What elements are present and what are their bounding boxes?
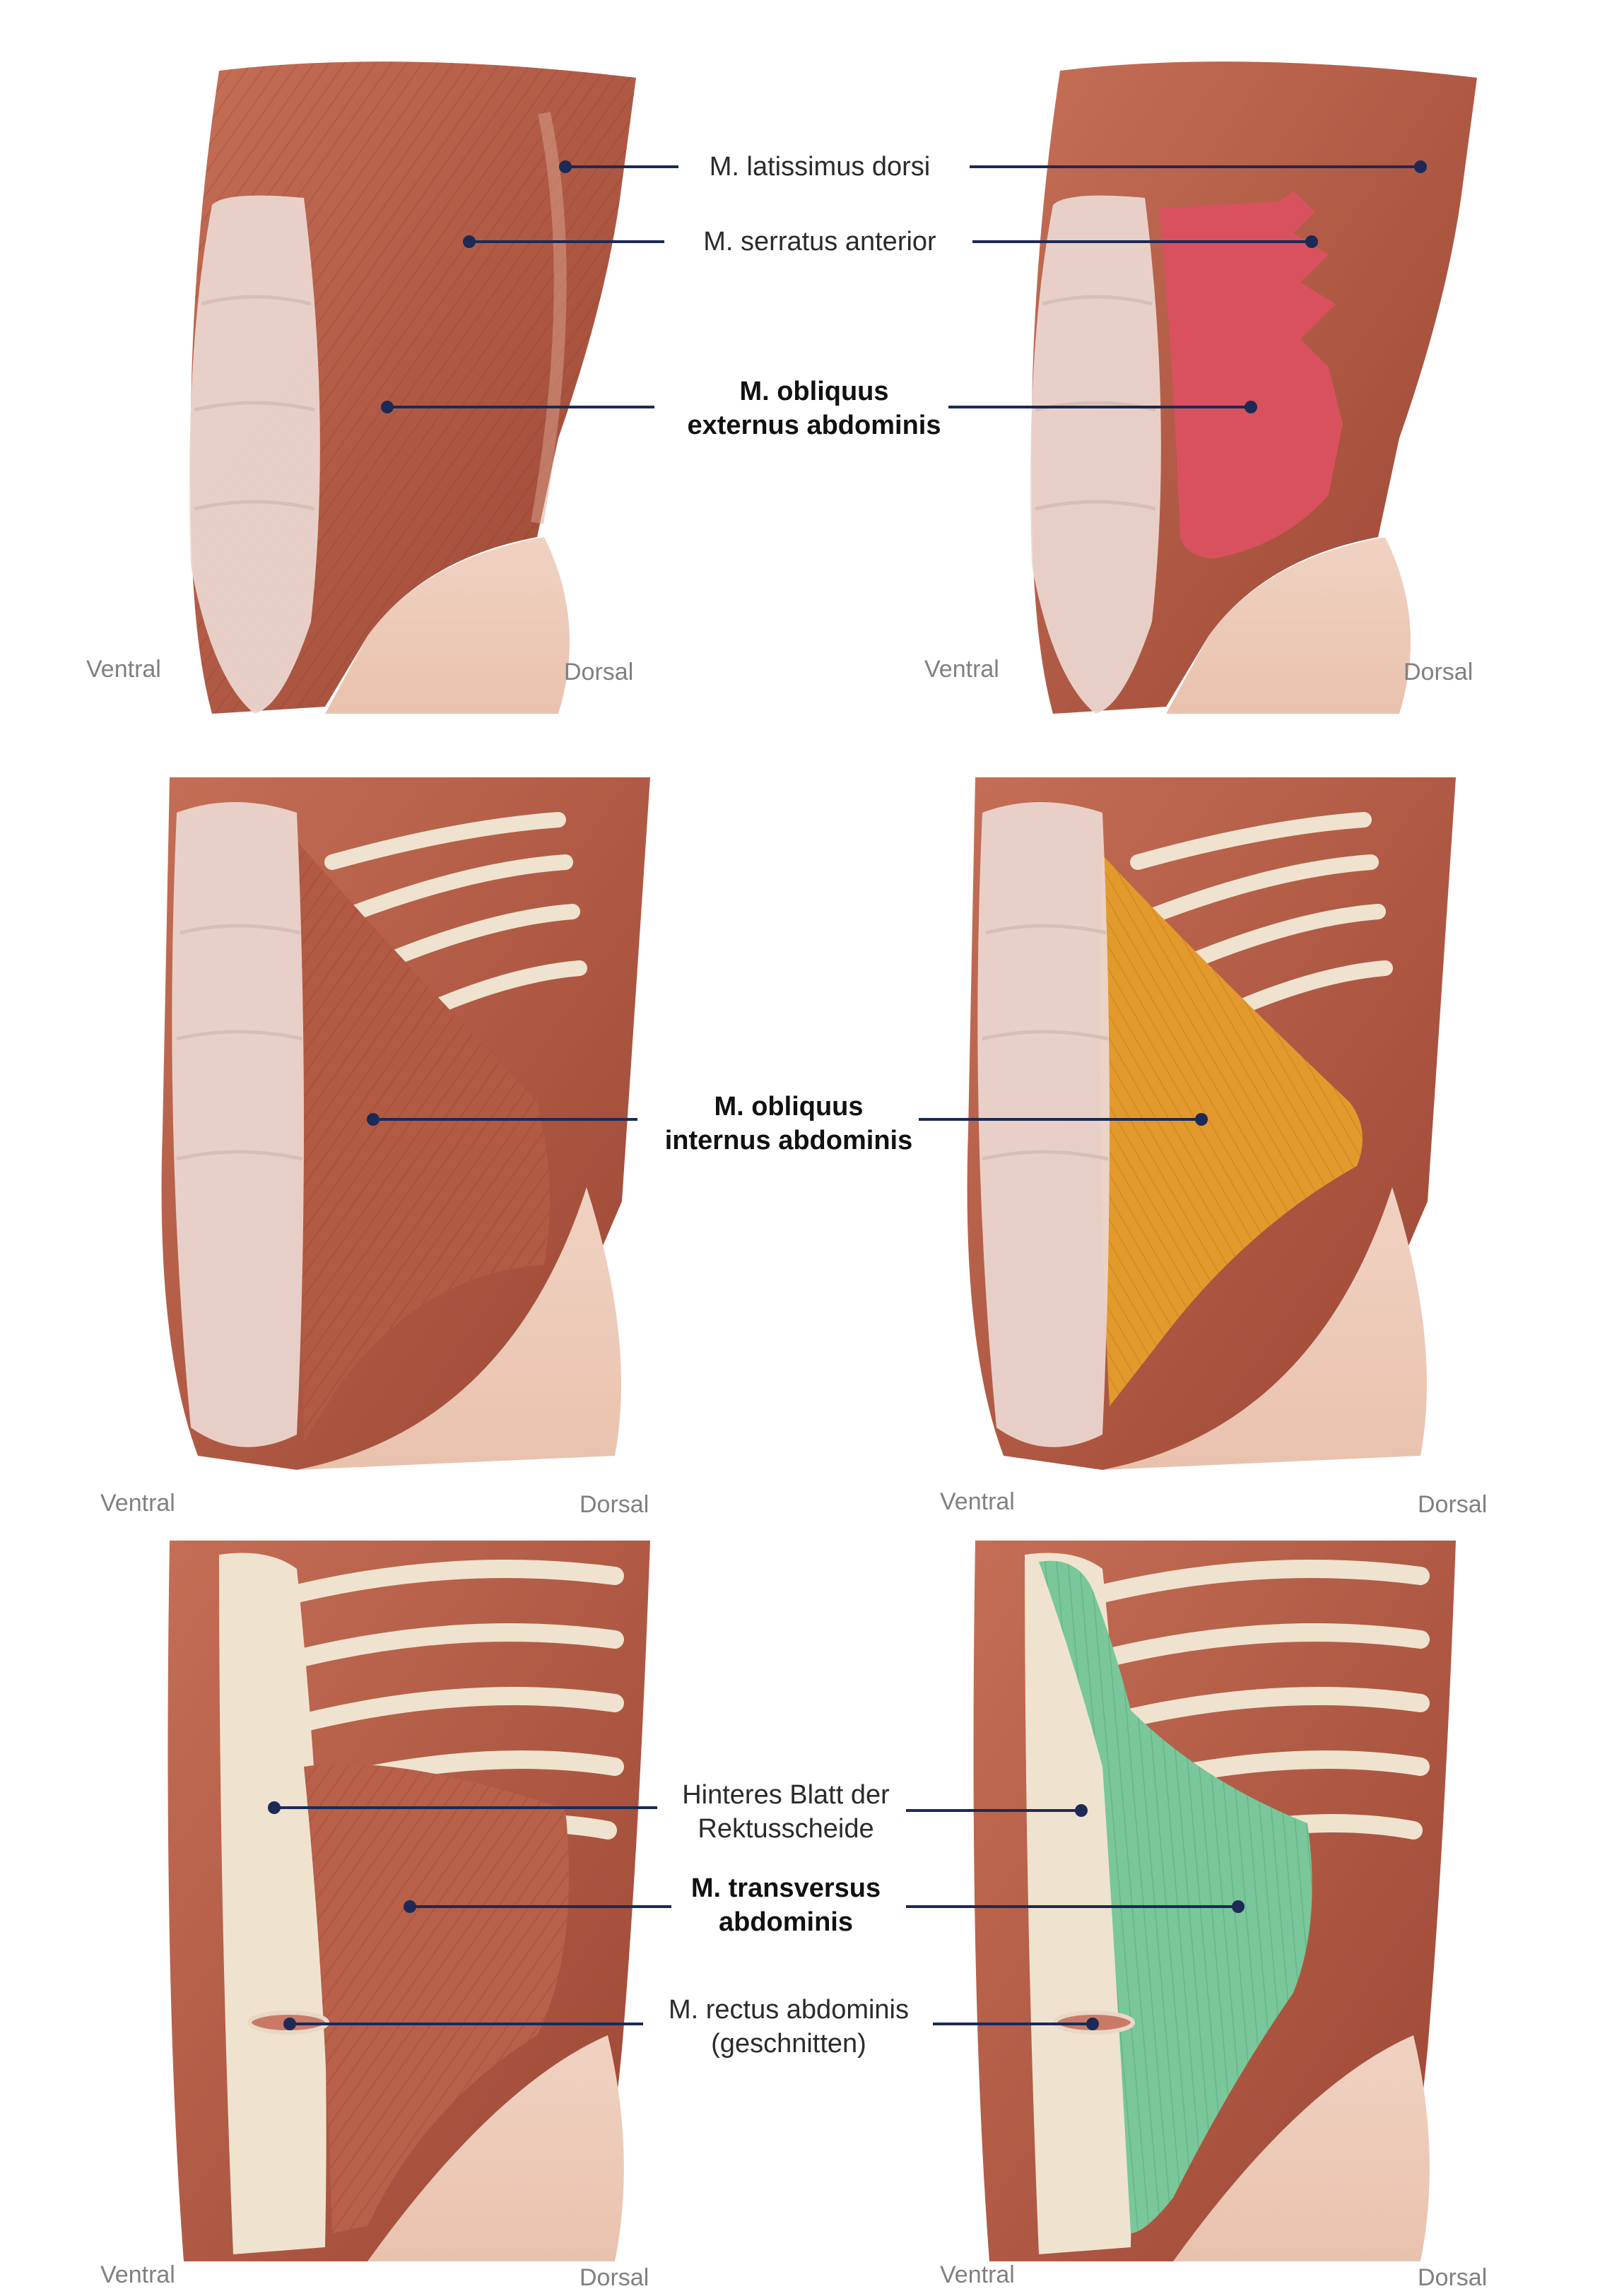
orient-dorsal-r3-left: Dorsal bbox=[580, 2264, 649, 2291]
label-rektusscheide-line2: Rektusscheide bbox=[698, 1814, 873, 1844]
label-rectus-line1: M. rectus abdominis bbox=[669, 1995, 909, 2025]
leader-transversus bbox=[404, 1900, 1245, 1913]
label-latissimus: M. latissimus dorsi bbox=[710, 152, 931, 182]
panel-internal-left bbox=[161, 777, 651, 1470]
orient-dorsal-r3-right: Dorsal bbox=[1418, 2264, 1487, 2291]
orient-ventral-r3-left: Ventral bbox=[100, 2261, 175, 2288]
orient-dorsal-r1-right: Dorsal bbox=[1404, 659, 1473, 685]
orient-dorsal-r1-left: Dorsal bbox=[564, 659, 633, 685]
leader-serratus bbox=[463, 235, 1318, 248]
leader-rectus bbox=[283, 2018, 1099, 2030]
label-transversus-line1: M. transversus bbox=[691, 1873, 881, 1903]
orient-dorsal-r2-left: Dorsal bbox=[580, 1491, 649, 1518]
panel-transversus-right bbox=[973, 1541, 1456, 2261]
label-rektusscheide-line1: Hinteres Blatt der bbox=[682, 1780, 890, 1810]
label-transversus-line2: abdominis bbox=[719, 1907, 853, 1937]
label-obliquus-externus-line1: M. obliquus bbox=[739, 377, 888, 406]
panel-internal-right bbox=[967, 777, 1456, 1470]
label-rectus-line2: (geschnitten) bbox=[711, 2029, 866, 2059]
leader-latissimus bbox=[559, 160, 1427, 173]
panel-external-left bbox=[189, 61, 636, 714]
label-serratus: M. serratus anterior bbox=[703, 227, 936, 257]
orient-ventral-r3-right: Ventral bbox=[940, 2261, 1015, 2288]
leader-obliquus-externus bbox=[381, 401, 1257, 413]
leader-obliquus-internus bbox=[367, 1113, 1208, 1126]
orient-ventral-r1-right: Ventral bbox=[924, 656, 999, 683]
external-oblique-highlight bbox=[1159, 191, 1343, 558]
panel-transversus-left bbox=[167, 1541, 650, 2261]
label-obliquus-internus-line1: M. obliquus bbox=[714, 1092, 863, 1121]
panel-external-right bbox=[1030, 61, 1477, 714]
orient-ventral-r2-left: Ventral bbox=[100, 1490, 175, 1517]
label-obliquus-internus-line2: internus abdominis bbox=[665, 1126, 912, 1155]
orient-ventral-r1-left: Ventral bbox=[86, 656, 161, 683]
leader-rektusscheide bbox=[268, 1801, 1088, 1817]
orient-dorsal-r2-right: Dorsal bbox=[1418, 1491, 1487, 1518]
orient-ventral-r2-right: Ventral bbox=[940, 1488, 1015, 1515]
label-obliquus-externus-line2: externus abdominis bbox=[688, 411, 941, 440]
